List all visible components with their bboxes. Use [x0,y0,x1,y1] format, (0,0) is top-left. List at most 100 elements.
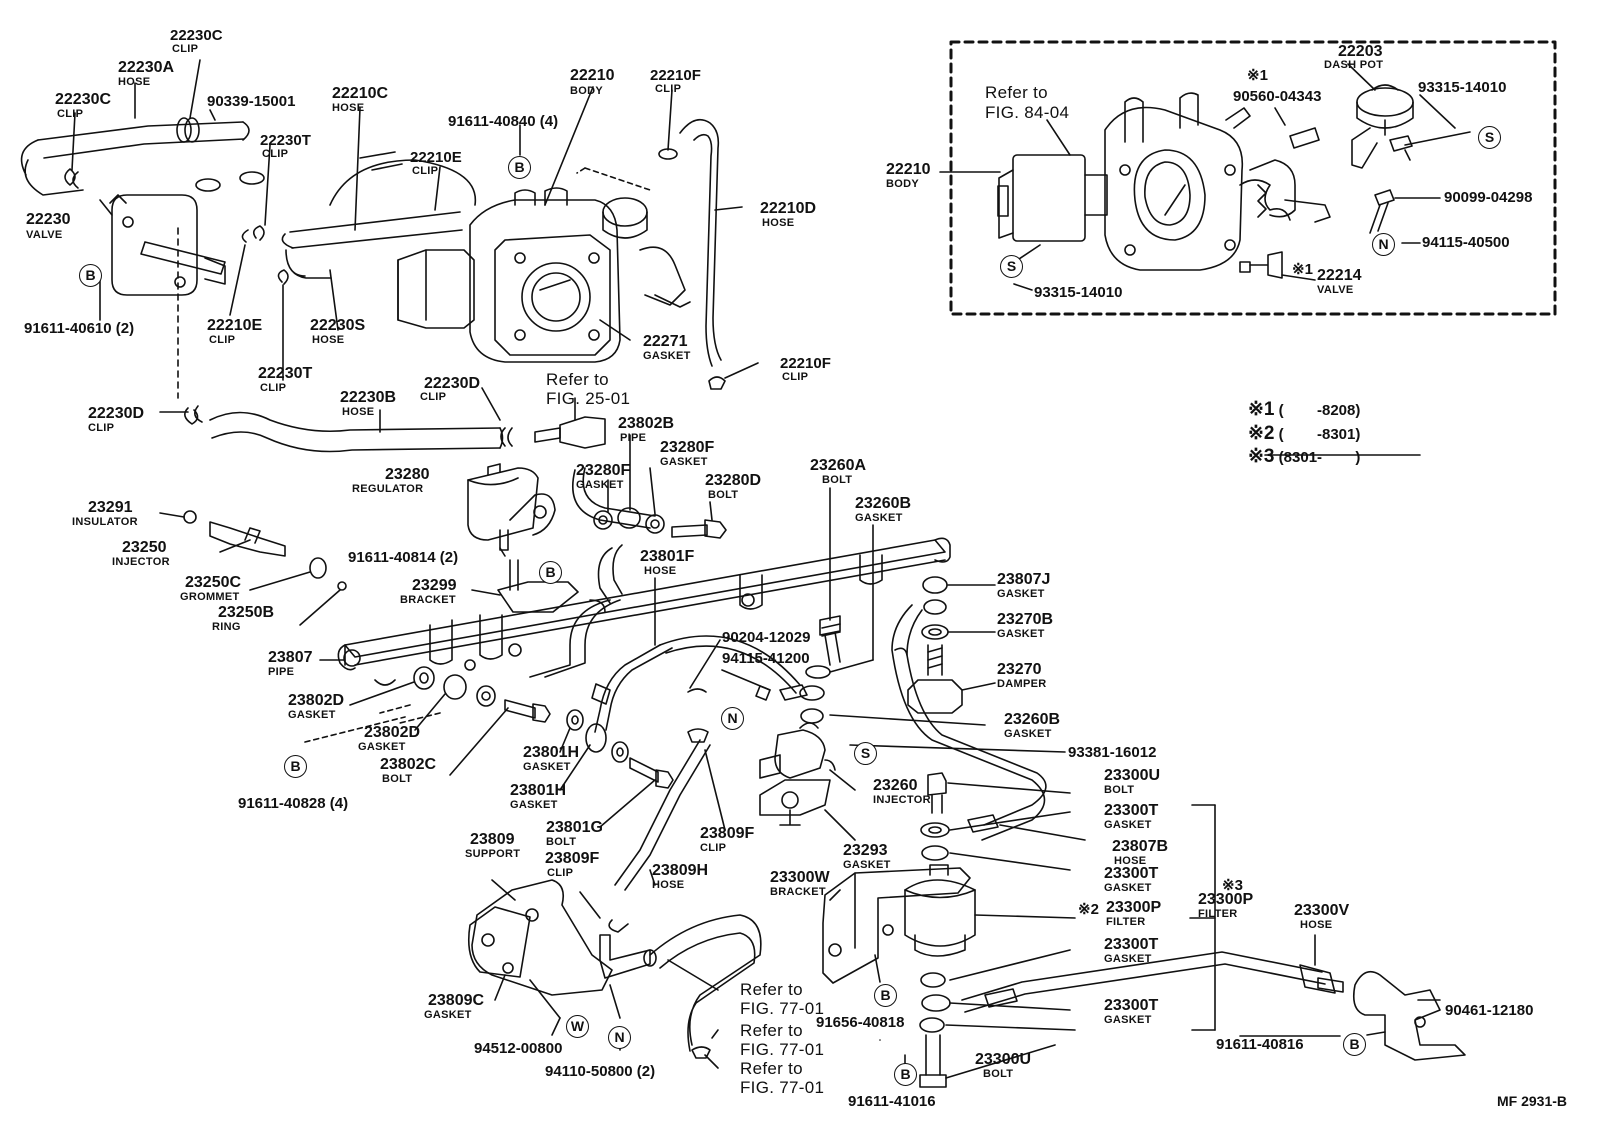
label-23270: 23270 [997,661,1042,678]
label-23809F-a: 23809F [700,825,755,842]
marker-star1-b: ※1 [1292,261,1313,278]
ref-fig84-line1: Refer to [985,83,1048,102]
name-23300P-a: FILTER [1106,916,1146,928]
name-23293: GASKET [843,859,891,871]
label-22230T-b: 22230T [258,365,313,382]
label-90461-12180: 90461-12180 [1445,1002,1534,1019]
name-23801H-a: GASKET [523,761,571,773]
name-22230B: HOSE [342,406,375,418]
name-23300P-b: FILTER [1198,908,1238,920]
marker-circle-b-3: B [539,561,562,584]
marker-circle-s-2: S [1000,255,1023,278]
label-22230C-left: 22230C [55,91,112,108]
label-22203: 22203 [1338,43,1383,60]
label-23270B: 23270B [997,611,1054,628]
legend-row-3: ※3 (8301- ) [1248,447,1360,466]
label-23291: 23291 [88,499,133,516]
label-91611-40816: 91611-40816 [1216,1036,1304,1053]
name-22230: VALVE [26,229,63,241]
label-23250: 23250 [122,539,167,556]
name-22230T-b: CLIP [260,382,287,394]
label-94115-40500: 94115-40500 [1422,234,1510,251]
label-23802B: 23802B [618,415,675,432]
label-22214: 22214 [1317,267,1362,284]
label-23807B: 23807B [1112,838,1169,855]
name-23809H: HOSE [652,879,685,891]
label-23250B: 23250B [218,604,275,621]
label-90339-15001: 90339-15001 [207,93,296,110]
label-91611-40814: 91611-40814 (2) [348,549,459,566]
inset-box [939,40,1557,316]
label-23801H-b: 23801H [510,782,567,799]
marker-circle-w-1: W [566,1015,589,1038]
label-22210D: 22210D [760,200,817,217]
ref-fig25-line1: Refer to [546,370,609,389]
name-23300T-b: GASKET [1104,882,1152,894]
label-22210F-a: 22210F [650,67,701,84]
label-91656-40818: 91656-40818 [816,1014,905,1031]
legend-mark-3: ※3 [1248,446,1275,467]
label-22230T-a: 22230T [260,132,311,149]
name-22230D-right: CLIP [420,391,447,403]
name-23250C: GROMMET [180,591,240,603]
label-22210E-a: 22210E [410,149,462,166]
label-22210E-b: 22210E [207,317,263,334]
label-90099-04298: 90099-04298 [1444,189,1533,206]
ref-fig77a-line1: Refer to [740,980,803,999]
name-22210E-b: CLIP [209,334,236,346]
label-23300T-d: 23300T [1104,997,1159,1014]
label-22230C-top: 22230C [170,27,223,44]
label-23801F: 23801F [640,548,695,565]
name-22210D: HOSE [762,217,795,229]
label-91611-40610: 91611-40610 (2) [24,320,135,337]
name-23300W: BRACKET [770,886,826,898]
label-23809: 23809 [470,831,515,848]
name-23802D-b: GASKET [358,741,406,753]
name-23801F: HOSE [644,565,677,577]
label-23300W: 23300W [770,869,830,886]
label-22210-body: 22210 [570,67,615,84]
label-23293: 23293 [843,842,888,859]
label-23300T-c: 23300T [1104,936,1159,953]
label-93381-16012: 93381-16012 [1068,744,1157,761]
label-23250C: 23250C [185,574,242,591]
legend-row-1: ※1 ( -8208) [1248,400,1360,419]
name-22230C-top: CLIP [172,43,199,55]
name-22230A: HOSE [118,76,151,88]
marker-circle-n-3: N [608,1026,631,1049]
name-23801G: BOLT [546,836,577,848]
label-22271: 22271 [643,333,688,350]
name-22210-inset: BODY [886,178,919,190]
label-22210C: 22210C [332,85,389,102]
marker-circle-b-1: B [508,156,531,179]
name-23260B-b: GASKET [1004,728,1052,740]
marker-circle-n-2: N [721,707,744,730]
name-23300T-a: GASKET [1104,819,1152,831]
label-22230D-right: 22230D [424,375,481,392]
label-91611-40840: 91611-40840 (4) [448,113,559,130]
marker-circle-b-4: B [284,755,307,778]
name-23809F-a: CLIP [700,842,727,854]
name-23807J: GASKET [997,588,1045,600]
label-90204-12029: 90204-12029 [722,629,811,646]
ref-fig25-line2: FIG. 25-01 [546,389,631,408]
name-23801H-b: GASKET [510,799,558,811]
name-22230D-left: CLIP [88,422,115,434]
label-22210F-b: 22210F [780,355,831,372]
label-23260A: 23260A [810,457,867,474]
name-23299: BRACKET [400,594,456,606]
name-23300T-d: GASKET [1104,1014,1152,1026]
label-23801G: 23801G [546,819,603,836]
name-23280F-a: GASKET [576,479,624,491]
name-23809C: GASKET [424,1009,472,1021]
marker-star1-a: ※1 [1247,67,1268,84]
name-23280F-b: GASKET [660,456,708,468]
name-23270B: GASKET [997,628,1045,640]
marker-circle-b-5: B [874,984,897,1007]
throttle-assembly [20,117,726,453]
label-23809F-b: 23809F [545,850,600,867]
name-23260: INJECTOR [873,794,931,806]
label-23802D-a: 23802D [288,692,345,709]
